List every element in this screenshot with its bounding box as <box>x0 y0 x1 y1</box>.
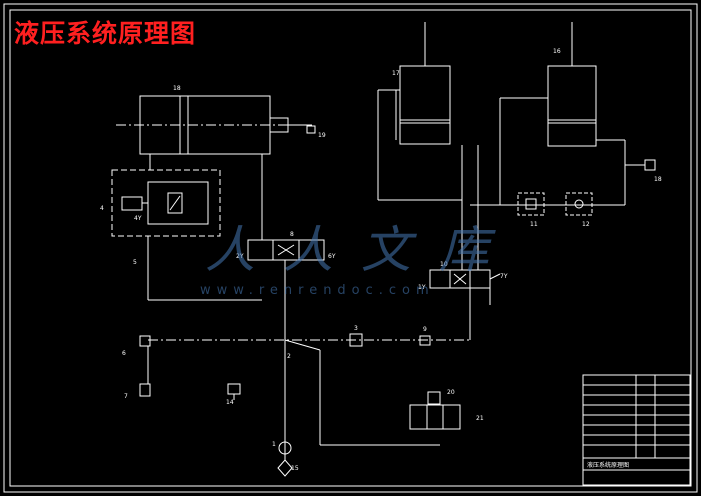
label-11: 11 <box>530 221 538 228</box>
label-10: 10 <box>440 261 448 268</box>
valve-21 <box>409 391 461 430</box>
label-14: 14 <box>226 399 234 406</box>
filter-15 <box>277 459 293 477</box>
titleblock-name: 液压系统原理图 <box>587 461 629 469</box>
label-7y: 7Y <box>500 273 508 280</box>
label-12: 12 <box>582 221 590 228</box>
directional-valve-8 <box>247 239 325 261</box>
directional-valve-10 <box>429 269 501 305</box>
cylinder-18 <box>116 95 316 170</box>
watermark-url: www.renrendoc.com <box>200 283 435 298</box>
pressure-switch-14 <box>227 383 241 395</box>
title-block <box>582 374 691 486</box>
valve-12 <box>565 192 593 216</box>
relief-valve-6 <box>139 335 151 347</box>
label-6y: 6Y <box>328 253 336 260</box>
label-4: 4 <box>100 205 104 212</box>
label-16: 16 <box>553 48 561 55</box>
label-7: 7 <box>124 393 128 400</box>
label-18b: 18 <box>654 176 662 183</box>
label-1: 1 <box>272 441 276 448</box>
label-15: 15 <box>291 465 299 472</box>
label-8: 8 <box>290 231 294 238</box>
cylinder-17 <box>377 22 462 201</box>
label-21: 21 <box>476 415 484 422</box>
label-19: 19 <box>318 132 326 139</box>
label-5: 5 <box>133 259 137 266</box>
pump-1 <box>278 441 292 455</box>
cylinder-16 <box>499 22 656 205</box>
check-valve-9 <box>419 335 431 346</box>
label-18: 18 <box>173 85 181 92</box>
label-3: 3 <box>354 325 358 332</box>
label-6: 6 <box>122 350 126 357</box>
inner-frame <box>9 9 692 487</box>
pressure-valve-3 <box>349 333 363 347</box>
label-9: 9 <box>423 326 427 333</box>
watermark-brand: 人人文库 <box>205 221 517 279</box>
label-2y: 2Y <box>236 253 244 260</box>
drawing-title: 液压系统原理图 <box>14 19 197 48</box>
valve-11 <box>517 192 545 216</box>
outer-frame <box>3 3 698 493</box>
pump-group-4 <box>111 169 221 237</box>
label-20: 20 <box>447 389 455 396</box>
label-17: 17 <box>392 70 400 77</box>
label-4y: 4Y <box>134 215 142 222</box>
relief-valve-7 <box>139 383 151 397</box>
label-1y: 1Y <box>418 284 426 291</box>
label-2: 2 <box>287 353 291 360</box>
